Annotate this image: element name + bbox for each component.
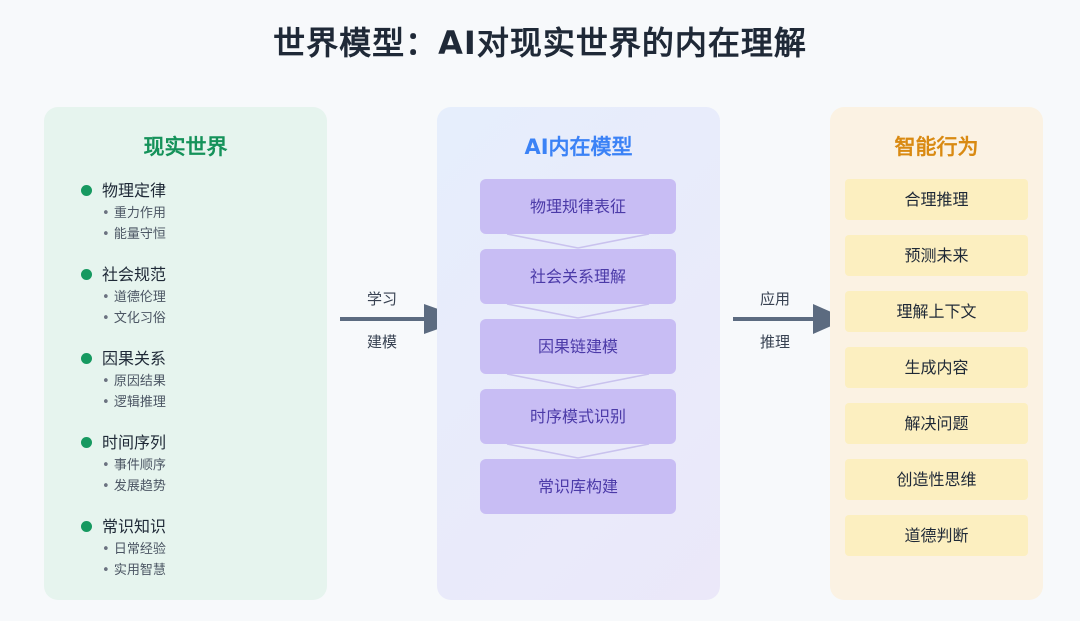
model-box-common-sense: 常识库构建 [480,459,676,514]
real-world-panel: 现实世界 物理定律 重力作用 能量守恒 社会规范 道德伦理 文化习俗 因果关系 … [44,107,327,600]
category-item: 原因结果 [81,371,166,392]
category-item: 逻辑推理 [81,392,166,413]
arrow-label-apply: 应用 [759,290,790,308]
behavior-item: 道德判断 [845,515,1028,556]
category-social: 社会规范 道德伦理 文化习俗 [81,263,166,347]
category-physics: 物理定律 重力作用 能量守恒 [81,179,166,263]
arrow-label-learn: 学习 [366,290,397,308]
connector-lines [506,233,650,459]
model-box-social: 社会关系理解 [480,249,676,304]
ai-model-title: AI内在模型 [524,135,633,159]
behavior-item: 生成内容 [845,347,1028,388]
bullet-dot-icon [81,437,92,448]
category-causality: 因果关系 原因结果 逻辑推理 [81,347,166,431]
category-item: 道德伦理 [81,287,166,308]
arrow-label-reason: 推理 [759,333,790,351]
category-item: 实用智慧 [81,560,166,581]
category-item: 能量守恒 [81,224,166,245]
model-box-temporal: 时序模式识别 [480,389,676,444]
category-label: 社会规范 [102,265,167,284]
behavior-item: 理解上下文 [845,291,1028,332]
category-item: 发展趋势 [81,476,166,497]
intelligent-behavior-title: 智能行为 [894,135,979,159]
category-item: 文化习俗 [81,308,166,329]
real-world-title: 现实世界 [143,135,228,159]
behavior-item: 预测未来 [845,235,1028,276]
behavior-item: 合理推理 [845,179,1028,220]
bullet-dot-icon [81,269,92,280]
bullet-dot-icon [81,521,92,532]
model-box-physics: 物理规律表征 [480,179,676,234]
arrow-label-model: 建模 [366,333,397,351]
category-label: 物理定律 [102,181,167,200]
bullet-dot-icon [81,185,92,196]
category-item: 重力作用 [81,203,166,224]
ai-model-panel: AI内在模型 物理规律表征 社会关系理解 因果链建模 时序模式识别 常识库构建 [437,107,720,600]
category-common-sense: 常识知识 日常经验 实用智慧 [81,515,166,599]
category-time: 时间序列 事件顺序 发展趋势 [81,431,166,515]
behavior-item: 创造性思维 [845,459,1028,500]
behavior-item: 解决问题 [845,403,1028,444]
category-item: 事件顺序 [81,455,166,476]
bullet-dot-icon [81,353,92,364]
category-list: 物理定律 重力作用 能量守恒 社会规范 道德伦理 文化习俗 因果关系 原因结果 … [81,179,166,599]
category-label: 常识知识 [102,517,167,536]
category-label: 因果关系 [102,349,167,368]
category-item: 日常经验 [81,539,166,560]
category-label: 时间序列 [102,433,167,452]
page-title: 世界模型：AI对现实世界的内在理解 [273,24,807,62]
intelligent-behavior-panel: 智能行为 合理推理 预测未来 理解上下文 生成内容 解决问题 创造性思维 道德判… [830,107,1043,600]
model-box-causal: 因果链建模 [480,319,676,374]
